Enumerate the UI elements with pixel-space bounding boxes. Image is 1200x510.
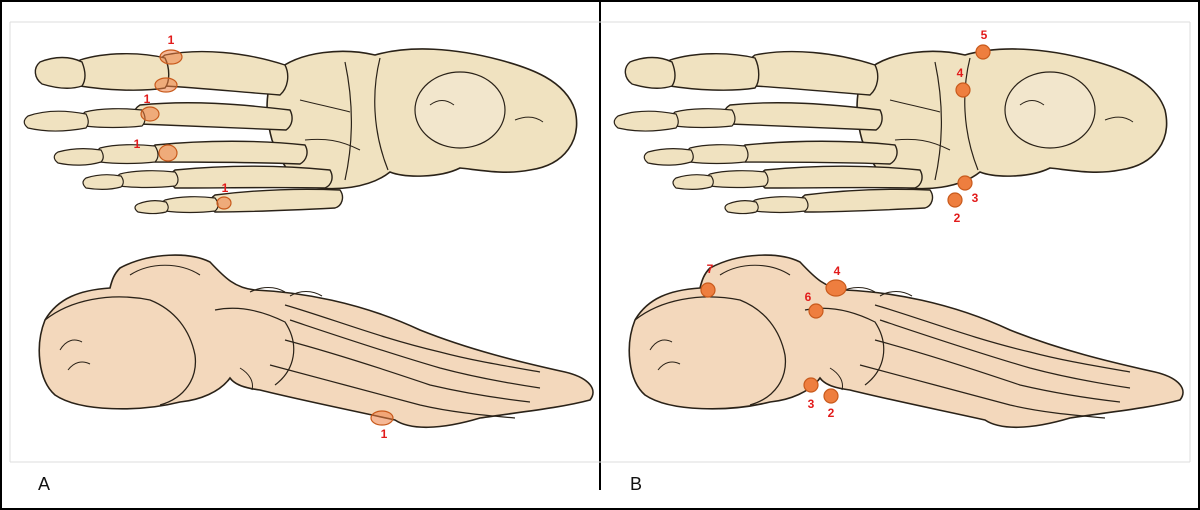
marker-dot <box>958 176 972 190</box>
marker-oval <box>155 78 177 92</box>
marker-label: 7 <box>707 262 714 276</box>
marker-label: 1 <box>222 181 229 195</box>
dorsal-foot-skeleton-b <box>614 49 1166 214</box>
marker-oval <box>159 145 177 161</box>
marker-label: 3 <box>808 397 815 411</box>
marker-oval <box>141 107 159 121</box>
marker-oval <box>371 411 393 425</box>
marker-label: 2 <box>828 406 835 420</box>
marker-label: 1 <box>168 33 175 47</box>
marker-oval <box>217 197 231 209</box>
lateral-foot-skeleton-b <box>629 255 1183 427</box>
marker-dot <box>948 193 962 207</box>
marker-dot <box>701 283 715 297</box>
marker-label: 2 <box>954 211 961 225</box>
dorsal-foot-skeleton-a <box>24 49 576 214</box>
marker-dot <box>826 280 846 296</box>
marker-dot <box>956 83 970 97</box>
marker-label: 3 <box>972 191 979 205</box>
marker-label: 4 <box>957 66 964 80</box>
marker-oval <box>160 50 182 64</box>
marker-label: 1 <box>381 427 388 441</box>
marker-dot <box>804 378 818 392</box>
marker-dot <box>824 389 838 403</box>
marker-label: 6 <box>805 290 812 304</box>
panel-b-label: B <box>630 474 642 494</box>
marker-dot <box>976 45 990 59</box>
lateral-foot-skeleton-a <box>39 255 593 427</box>
panel-a-label: A <box>38 474 50 494</box>
marker-label: 5 <box>981 28 988 42</box>
marker-dot <box>809 304 823 318</box>
marker-label: 1 <box>144 92 151 106</box>
marker-label: 4 <box>834 264 841 278</box>
marker-label: 1 <box>134 137 141 151</box>
